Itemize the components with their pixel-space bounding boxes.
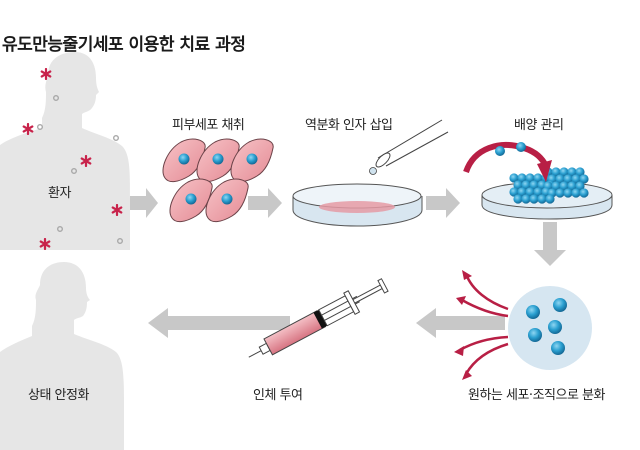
colony-cell (555, 174, 565, 184)
colony-cell (567, 167, 577, 177)
patient-label: 환자 (48, 186, 71, 201)
arrow-right-icon (130, 188, 158, 218)
colony-cell (525, 173, 535, 183)
colony-cell (529, 194, 539, 204)
differentiation-label: 원하는 세포·조직으로 분화 (468, 388, 605, 403)
diagram-title: 유도만능줄기세포 이용한 치료 과정 (2, 35, 246, 55)
colony-cell (563, 188, 573, 198)
ring-marker (112, 134, 120, 142)
colony-cell (513, 194, 523, 204)
colony-cell (525, 187, 535, 197)
colony-cell (551, 181, 561, 191)
ring-marker (37, 123, 43, 131)
arrow-left-icon (148, 308, 290, 338)
colony-cell (509, 173, 519, 183)
syringe-icon (248, 278, 389, 358)
colony-cell (579, 188, 589, 198)
arrowhead-icon (462, 270, 472, 280)
patient-silhouette (0, 52, 130, 250)
colony-cell (559, 167, 569, 177)
colony-cell (533, 173, 543, 183)
petri-dish-reprogramming (292, 183, 423, 227)
colony-cell (529, 180, 539, 190)
colony-cell (517, 187, 527, 197)
arrowhead-icon (454, 346, 464, 356)
stabilized-patient-silhouette (0, 262, 124, 450)
colony-cell (579, 174, 589, 184)
stabilized-label: 상태 안정화 (28, 388, 89, 403)
injection-label: 인체 투여 (253, 388, 303, 403)
arrow-left-icon (416, 308, 505, 338)
colony-cell (513, 180, 523, 190)
colony-cell (571, 188, 581, 198)
colony-cell (517, 173, 527, 183)
arrow-right-icon (248, 188, 282, 218)
colony-cell (509, 187, 519, 197)
pipette-icon (369, 119, 449, 175)
colony-cell (571, 174, 581, 184)
colony-cell (521, 194, 531, 204)
curved-arrow-icon (463, 142, 552, 182)
colony-cell (575, 181, 585, 191)
colony-cell (563, 174, 573, 184)
skin-cells (162, 138, 274, 223)
arrow-down-icon (534, 222, 566, 266)
reprogramming-label: 역분화 인자 삽입 (305, 118, 393, 133)
colony-cell (533, 187, 543, 197)
skin-cells-label: 피부세포 채취 (172, 118, 245, 133)
colony-cell (555, 188, 565, 198)
colony-cell (567, 181, 577, 191)
colony-cell (545, 194, 555, 204)
culture-label: 배양 관리 (514, 118, 564, 133)
arrow-right-icon (426, 188, 460, 218)
colony-cell (575, 167, 585, 177)
arrowhead-icon (462, 370, 472, 380)
flow-arrows (130, 188, 566, 338)
colony-cell (551, 167, 561, 177)
colony-cell (521, 180, 531, 190)
colony-cell (537, 194, 547, 204)
differentiation-cluster (508, 286, 592, 370)
arrowhead-icon (456, 296, 466, 305)
colony-cell (559, 181, 569, 191)
